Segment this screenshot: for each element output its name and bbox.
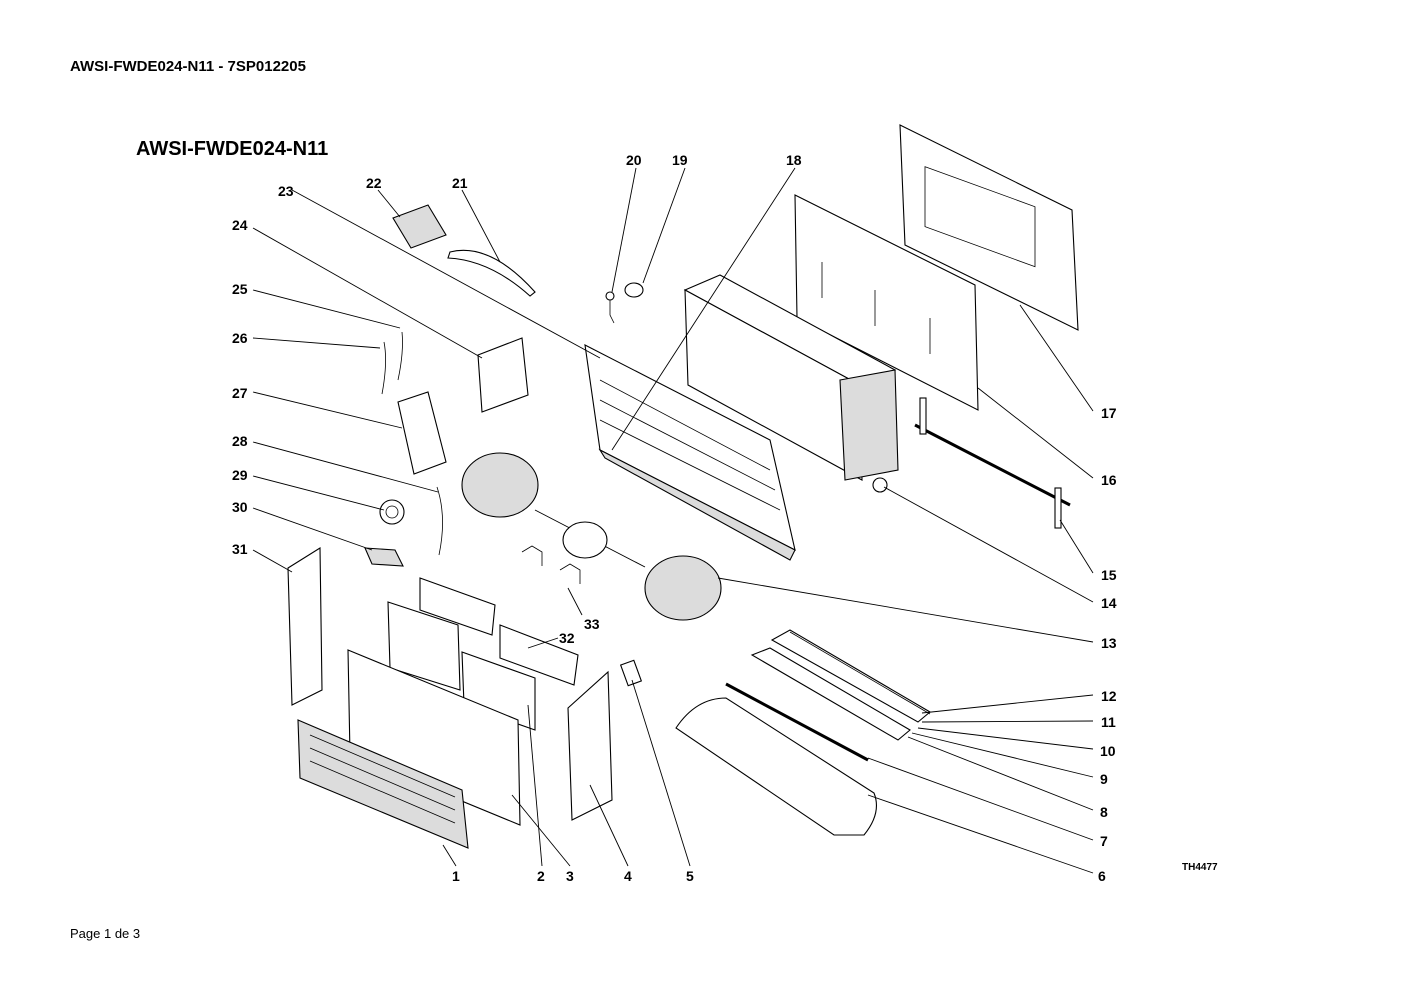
part-21-louver [447, 249, 536, 297]
part-label-32: 32 [559, 630, 575, 646]
diagram-title: AWSI-FWDE024-N11 [136, 138, 329, 160]
part-15-bracket-rod [914, 423, 1071, 507]
part-label-3: 3 [566, 868, 574, 884]
part-16-back-panel [794, 194, 979, 411]
part-6-lower-cover [675, 697, 877, 836]
part-label-21: 21 [452, 175, 468, 191]
part-label-23: 23 [278, 183, 294, 199]
part-fan-wheel-left [461, 452, 539, 518]
part-label-10: 10 [1100, 743, 1116, 759]
part-label-13: 13 [1101, 635, 1117, 651]
part-20-thermistor [609, 295, 615, 324]
part-25-wire [397, 331, 403, 381]
part-label-9: 9 [1100, 771, 1108, 787]
part-19-sensor [624, 282, 644, 298]
part-30-remote-control [364, 547, 404, 567]
part-label-16: 16 [1101, 472, 1117, 488]
part-4-side-panel [567, 670, 613, 821]
part-label-20: 20 [626, 152, 642, 168]
part-label-29: 29 [232, 467, 248, 483]
part-33-clips [521, 545, 581, 584]
part-3-front-panel [347, 649, 521, 826]
part-label-11: 11 [1101, 714, 1116, 730]
part-label-33: 33 [584, 616, 600, 632]
part-32-filter-frame [419, 577, 496, 636]
part-label-31: 31 [232, 541, 248, 557]
part-label-6: 6 [1098, 868, 1106, 884]
part-26-wire [381, 341, 386, 395]
part-label-1: 1 [452, 868, 460, 884]
part-label-17: 17 [1101, 405, 1117, 421]
part-label-7: 7 [1100, 833, 1108, 849]
part-label-28: 28 [232, 433, 248, 449]
part-5-cap [619, 659, 643, 687]
part-1-grille [297, 719, 469, 849]
part-17-mounting-plate [899, 124, 1079, 331]
part-28-cable [436, 486, 443, 556]
part-label-8: 8 [1100, 804, 1108, 820]
leader-lines [252, 167, 1094, 874]
part-label-26: 26 [232, 330, 248, 346]
part-label-14: 14 [1101, 595, 1117, 611]
part-label-19: 19 [672, 152, 688, 168]
part-8-deflector [750, 647, 911, 741]
part-labels: 1 2 3 4 5 6 7 8 9 10 11 12 13 14 15 16 1… [232, 152, 1117, 884]
part-label-22: 22 [366, 175, 382, 191]
part-29-coil [379, 499, 405, 525]
part-2-filter-left [387, 601, 461, 691]
part-label-4: 4 [624, 868, 632, 884]
part-label-24: 24 [232, 217, 248, 233]
part-label-30: 30 [232, 499, 248, 515]
part-fan-motor [562, 521, 608, 559]
part-label-27: 27 [232, 385, 248, 401]
part-7-vane [725, 682, 869, 762]
drawing-code: TH4477 [1182, 862, 1218, 873]
part-label-15: 15 [1101, 567, 1117, 583]
part-27-electrical-box [397, 391, 447, 475]
part-31-side-panel [287, 547, 323, 706]
part-label-2: 2 [537, 868, 545, 884]
part-label-25: 25 [232, 281, 248, 297]
part-label-12: 12 [1101, 688, 1117, 704]
page-number: Page 1 de 3 [70, 926, 141, 941]
part-22-display-board [392, 204, 447, 249]
part-drawings [287, 124, 1079, 849]
part-13-fan-wheel-right [644, 555, 722, 621]
part-14-pipe-fitting [872, 477, 888, 493]
part-label-18: 18 [786, 152, 802, 168]
part-24-control-board [477, 337, 529, 413]
part-label-5: 5 [686, 868, 694, 884]
document-header: AWSI-FWDE024-N11 - 7SP012205 [70, 58, 306, 75]
